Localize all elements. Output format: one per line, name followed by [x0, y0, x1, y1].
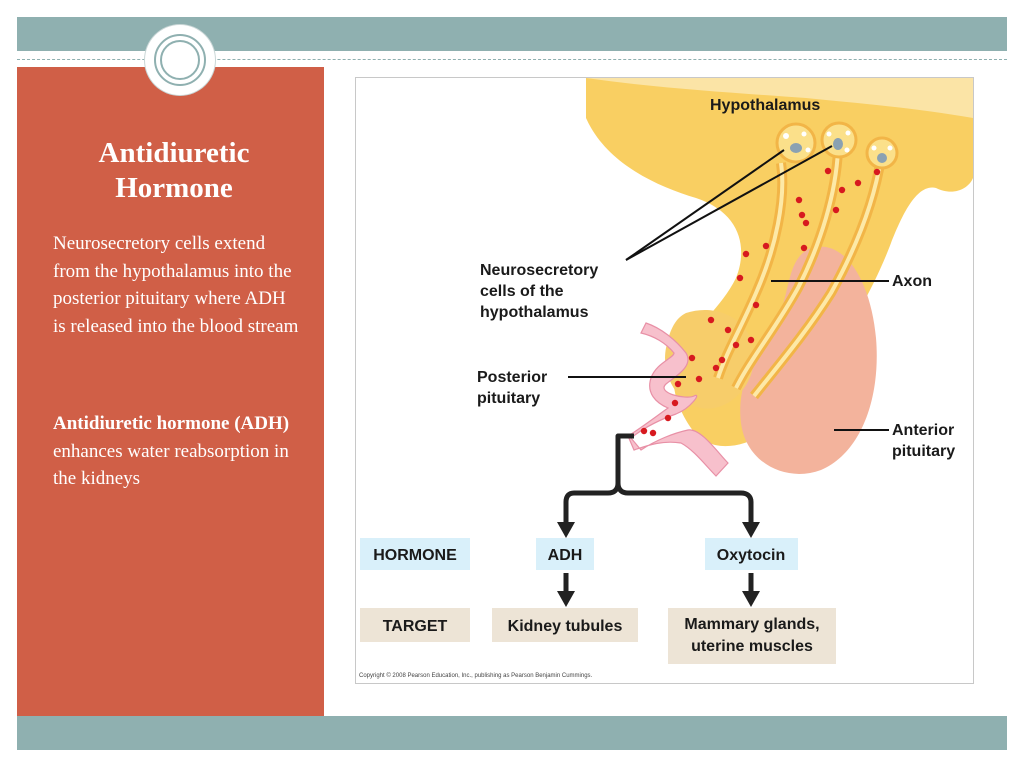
bottom-band	[17, 716, 1007, 750]
pituitary-figure: Hypothalamus Neurosecretory cells of the…	[355, 77, 974, 684]
row-label-hormone: HORMONE	[373, 547, 457, 564]
circle-badge-icon	[145, 25, 215, 95]
hormone-adh: ADH	[548, 547, 583, 564]
target-mammary-line1: Mammary glands,	[684, 616, 819, 633]
blood-vessel-shape	[627, 322, 729, 477]
secretory-granules	[640, 167, 881, 437]
target-row-box	[360, 608, 470, 642]
dashed-divider	[17, 59, 1007, 60]
pituitary-diagram: Hypothalamus Neurosecretory cells of the…	[359, 78, 973, 679]
label-neurosecretory-line2: cells of the	[480, 283, 564, 300]
label-hypothalamus: Hypothalamus	[710, 97, 820, 114]
label-posterior-line2: pituitary	[477, 390, 540, 407]
leader-lines	[568, 145, 889, 431]
row-label-target: TARGET	[383, 618, 448, 635]
target-box-mammary	[668, 608, 836, 664]
target-mammary-line2: uterine muscles	[691, 638, 813, 655]
body-paragraph-2: Antidiuretic hormone (ADH) enhances wate…	[53, 410, 303, 493]
label-posterior-line1: Posterior	[477, 369, 547, 386]
side-panel	[17, 67, 324, 716]
adh-description: enhances water reabsorption in the kidne…	[53, 440, 289, 490]
body-paragraph-1: Neurosecretory cells extend from the hyp…	[53, 233, 299, 337]
branch-arrows	[563, 433, 754, 593]
target-box-kidney	[492, 608, 638, 642]
label-neurosecretory-line3: hypothalamus	[480, 304, 589, 321]
slide-title: Antidiuretic Hormone	[42, 136, 306, 206]
hormone-box-adh	[536, 538, 594, 570]
label-anterior-line2: pituitary	[892, 443, 955, 460]
neurosecretory-cell-bodies	[775, 121, 899, 170]
hormone-box-oxytocin	[705, 538, 798, 570]
copyright-text: Copyright © 2008 Pearson Education, Inc.…	[359, 672, 593, 679]
hormone-row-box	[360, 538, 470, 570]
label-axon: Axon	[892, 273, 932, 290]
label-neurosecretory-line1: Neurosecretory	[480, 262, 598, 279]
slide-title-line2: Hormone	[115, 172, 233, 204]
hormone-oxytocin: Oxytocin	[717, 547, 785, 564]
slide-title-line1: Antidiuretic	[98, 137, 250, 169]
label-anterior-line1: Anterior	[892, 422, 954, 439]
adh-bold-term: Antidiuretic hormone (ADH)	[53, 413, 290, 434]
anterior-pituitary-shape	[740, 246, 877, 474]
target-kidney-tubules: Kidney tubules	[508, 618, 623, 635]
